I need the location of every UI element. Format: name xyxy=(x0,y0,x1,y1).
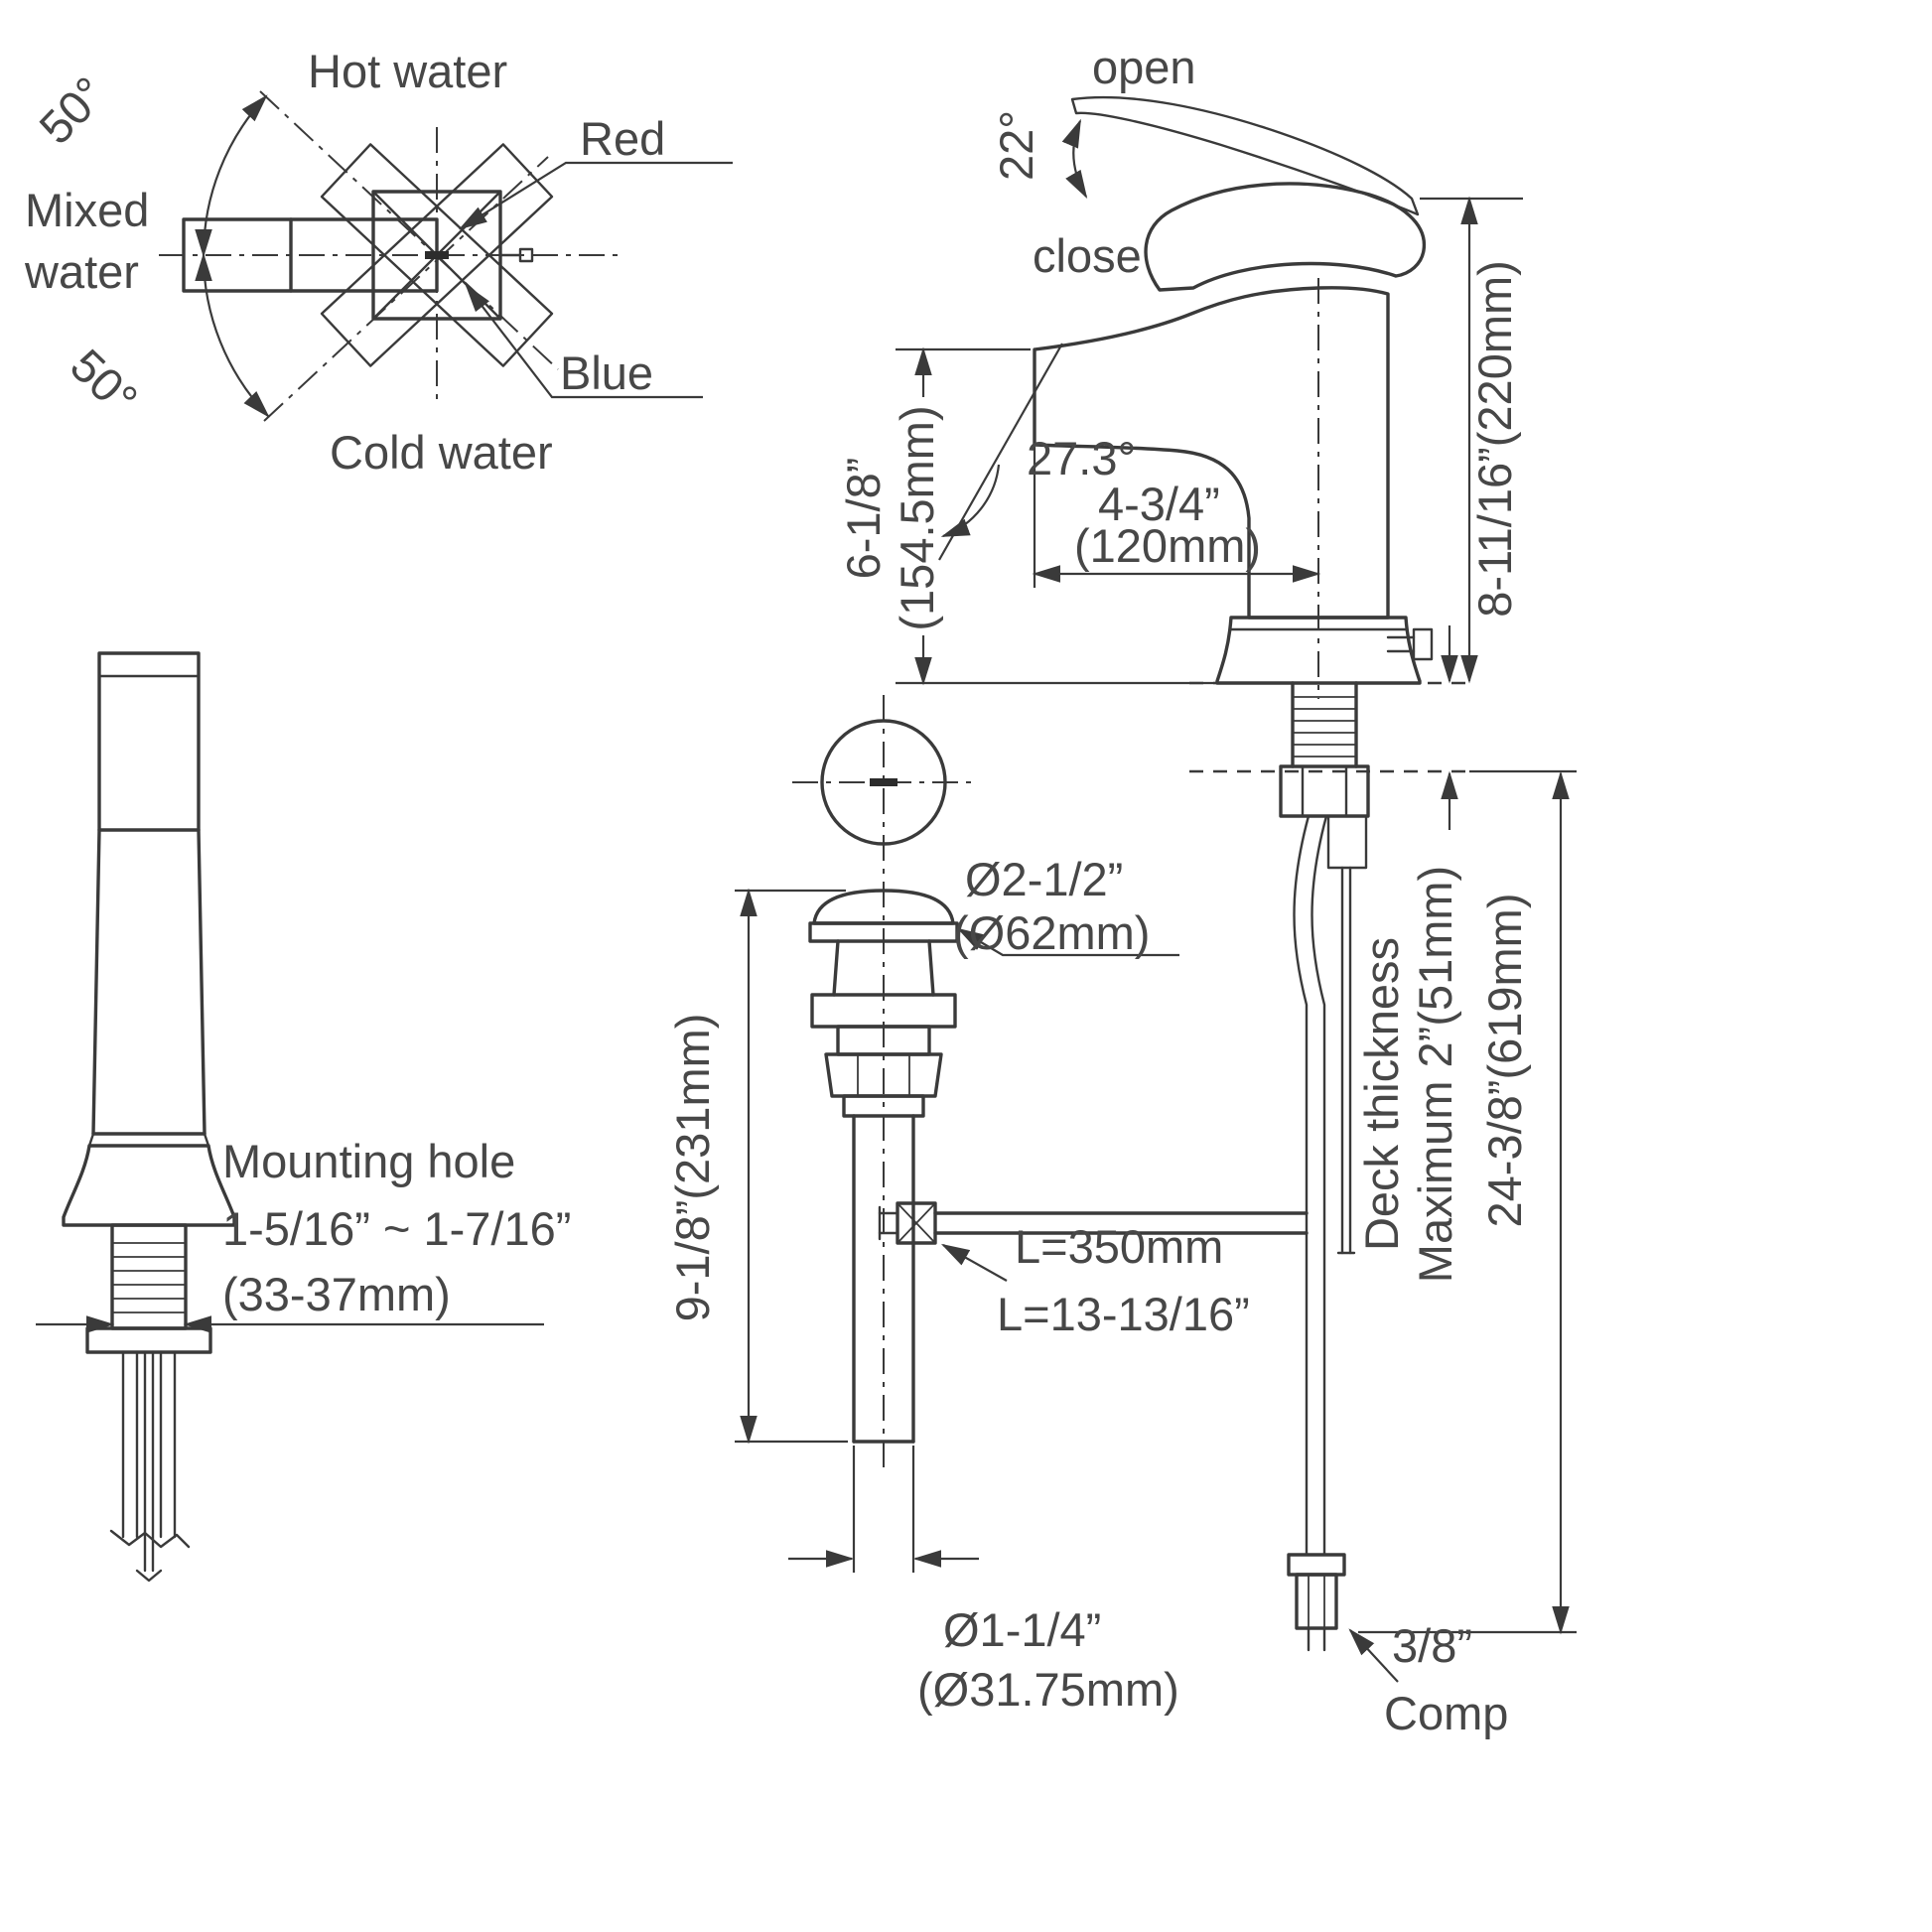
handle-angle-arc xyxy=(1061,118,1088,200)
cold-water-label: Cold water xyxy=(330,426,553,479)
connection-size-label: 3/8” xyxy=(1392,1619,1472,1672)
under-counter-length-label: 24-3/8”(619mm) xyxy=(1478,894,1531,1228)
connection-type-label: Comp xyxy=(1384,1687,1508,1739)
blue-leader-line xyxy=(465,284,703,399)
deck-thickness-label: Deck thickness xyxy=(1355,937,1408,1251)
drain-height-label: 9-1/8”(231mm) xyxy=(666,1014,719,1322)
mixed-water-label-line2: water xyxy=(24,245,139,298)
handle-open-position xyxy=(1070,95,1420,216)
handle-top-view: Hot water Red Mixed water Blue Cold wate… xyxy=(24,45,733,479)
hot-water-label: Hot water xyxy=(308,45,507,97)
red-leader-line xyxy=(458,161,733,230)
flange-leader-line xyxy=(956,927,1179,957)
supply-hose-vertical xyxy=(1293,814,1311,1557)
mounting-hole-range-mm: (33-37mm) xyxy=(222,1268,451,1320)
hose-fitting xyxy=(896,1201,937,1245)
spout-reach-mm-label: (120mm) xyxy=(1074,519,1261,572)
hose-leader-line xyxy=(940,1243,1008,1282)
upper-angle-arc xyxy=(195,94,268,258)
faucet-body-profile xyxy=(1033,286,1390,620)
break-line xyxy=(109,1529,191,1549)
mounting-nut xyxy=(1279,764,1370,818)
handle-closed-position xyxy=(1144,182,1427,292)
close-label: close xyxy=(1033,229,1142,282)
deck-thickness-max-label: Maximum 2”(51mm) xyxy=(1409,866,1461,1283)
blue-label: Blue xyxy=(560,346,653,399)
flange-diameter-in-label: Ø2-1/2” xyxy=(965,853,1123,905)
faucet-base xyxy=(62,1144,236,1227)
lower-angle-arc xyxy=(195,252,270,418)
drain-locknut xyxy=(824,1052,943,1098)
spout-height-in-label: 6-1/8” xyxy=(837,458,890,580)
spout-angle-label: 27.3° xyxy=(1027,432,1136,484)
mounting-hole-label: Mounting hole xyxy=(222,1135,515,1187)
flange-diameter-mm-label: (Ø62mm) xyxy=(953,906,1150,959)
faucet-front-view: Mounting hole 1-5/16” ~ 1-7/16” (33-37mm… xyxy=(36,651,571,1583)
spout-angle-arc xyxy=(940,464,1001,538)
hose-length-in-label: L=13-13/16” xyxy=(997,1288,1250,1340)
handle-hot-position xyxy=(320,143,554,367)
upper-angle-label: 50° xyxy=(29,67,116,154)
mounting-hole-range-in: 1-5/16” ~ 1-7/16” xyxy=(222,1202,571,1255)
overall-height-label: 8-11/16”(220mm) xyxy=(1468,260,1521,618)
spout-height-mm-label: (154.5mm) xyxy=(891,405,943,630)
tailpiece-diameter-mm-label: (Ø31.75mm) xyxy=(917,1663,1179,1716)
spout-reach-in-label: 4-3/4” xyxy=(1098,478,1220,530)
lift-rod-knob xyxy=(1412,627,1434,661)
faucet-side-view: open close 22° 27.3° 4-3/4” (120mm) 6-1/… xyxy=(837,41,1577,1739)
red-label: Red xyxy=(580,112,665,165)
connection-leader-line xyxy=(1348,1628,1399,1683)
drain-assembly: Ø2-1/2” (Ø62mm) 9-1/8”(231mm) Ø1-1/4” (Ø… xyxy=(666,695,1179,1716)
open-label: open xyxy=(1092,41,1196,93)
mixed-water-label-line1: Mixed xyxy=(25,184,149,236)
compression-nut xyxy=(1295,1573,1338,1630)
tailpiece-diameter-in-label: Ø1-1/4” xyxy=(943,1603,1101,1656)
lower-angle-label: 50° xyxy=(61,339,148,426)
drain-stopper-cap xyxy=(812,889,955,925)
hose-length-mm-label: L=350mm xyxy=(1015,1220,1223,1273)
handle-angle-label: 22° xyxy=(990,110,1042,181)
